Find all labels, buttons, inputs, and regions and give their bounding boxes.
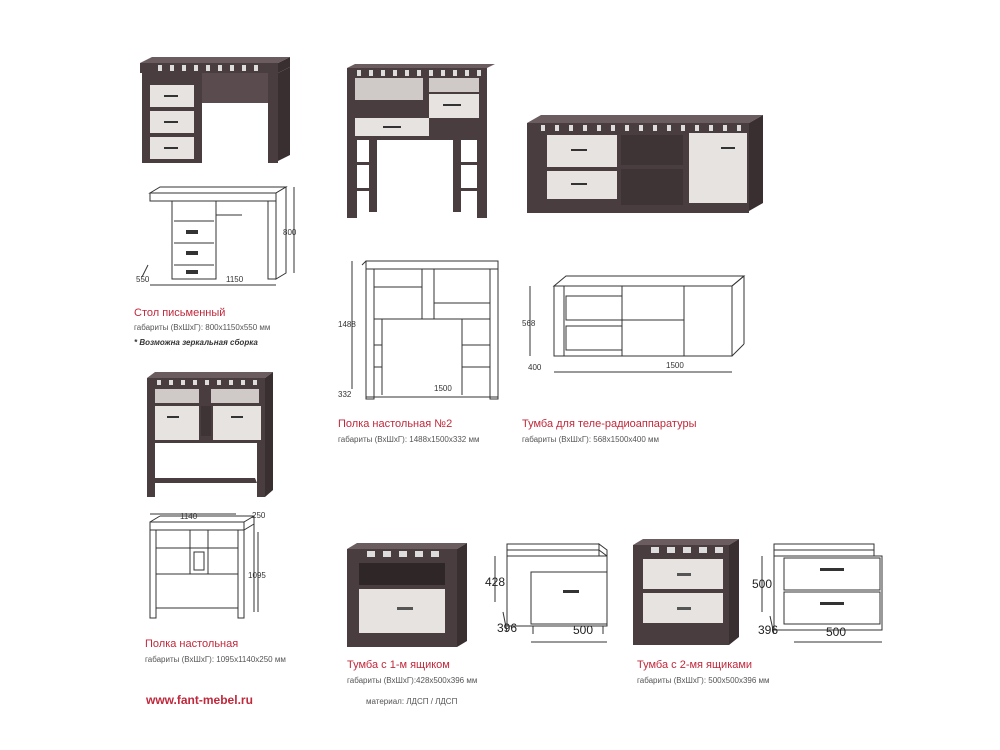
nightstand1-title: Тумба с 1-м ящиком: [347, 659, 450, 671]
shelf-drawing: 1140 250 1095: [140, 508, 270, 623]
shelf2-photo: [343, 62, 498, 220]
nightstand1-dim-height: 428: [485, 575, 505, 589]
shelf2-title: Полка настольная №2: [338, 418, 453, 430]
desk-dim-width: 1150: [226, 275, 244, 284]
nightstand2-dim-width: 500: [826, 625, 846, 639]
desk-photo: [138, 55, 293, 167]
desk-note: * Возможна зеркальная сборка: [134, 338, 258, 347]
desk-dimensions: габариты (ВхШхГ): 800х1150х550 мм: [134, 323, 271, 332]
tv-dim-height: 568: [522, 319, 536, 328]
website-link[interactable]: www.fant-mebel.ru: [146, 693, 253, 707]
shelf2-dim-height: 1488: [338, 320, 356, 329]
shelf-dimensions: габариты (ВхШхГ): 1095х1140х250 мм: [145, 655, 286, 664]
nightstand1-dimensions: габариты (ВхШхГ):428х500х396 мм: [347, 676, 478, 685]
shelf-photo: [145, 370, 275, 498]
shelf-title: Полка настольная: [145, 638, 239, 650]
nightstand2-dim-height: 500: [752, 577, 772, 591]
nightstand1-dim-width: 500: [573, 623, 593, 637]
nightstand2-dimensions: габариты (ВхШхГ): 500х500х396 мм: [637, 676, 770, 685]
shelf2-dim-depth: 332: [338, 390, 352, 399]
nightstand2-title: Тумба с 2-мя ящиками: [637, 659, 753, 671]
shelf-dim-height: 1095: [248, 571, 266, 580]
shelf2-dimensions: габариты (ВхШхГ): 1488х1500х332 мм: [338, 435, 480, 444]
nightstand2-dim-depth: 396: [758, 623, 778, 637]
tv-stand-dimensions: габариты (ВхШхГ): 568х1500х400 мм: [522, 435, 659, 444]
shelf-dim-depth: 250: [252, 511, 266, 520]
shelf-dim-width: 1140: [180, 512, 198, 521]
shelf2-dim-width: 1500: [434, 384, 452, 393]
material-label: материал: ЛДСП / ЛДСП: [366, 697, 458, 706]
tv-stand-title: Тумба для теле-радиоаппаратуры: [522, 418, 697, 430]
shelf2-drawing: 1488 1500 332: [338, 257, 499, 402]
tv-dim-width: 1500: [666, 361, 684, 370]
nightstand2-photo: [631, 537, 741, 649]
tv-stand-photo: [525, 113, 765, 217]
nightstand2-drawing: 500 500 396: [750, 542, 890, 647]
tv-dim-depth: 400: [528, 363, 542, 372]
desk-dim-height: 800: [283, 228, 297, 237]
desk-drawing: 800 1150 550: [136, 185, 301, 286]
desk-dim-depth: 550: [136, 275, 150, 284]
tv-stand-drawing: 568 1500 400: [522, 272, 747, 377]
nightstand1-dim-depth: 396: [497, 621, 517, 635]
nightstand1-photo: [345, 541, 470, 651]
nightstand1-drawing: 428 500 396: [483, 542, 623, 647]
desk-title: Стол письменный: [134, 307, 226, 319]
